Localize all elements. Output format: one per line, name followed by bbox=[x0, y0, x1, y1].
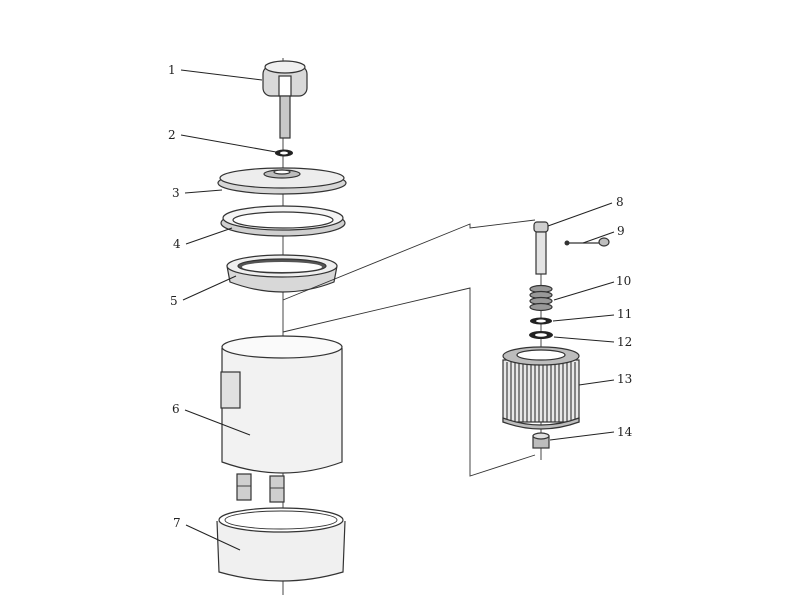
callout-9: 9 bbox=[617, 224, 625, 238]
part-11-washer bbox=[530, 317, 552, 325]
part-13-filter-element bbox=[502, 346, 580, 430]
part-9-pin bbox=[564, 237, 610, 247]
callout-14: 14 bbox=[617, 425, 633, 439]
leader-line-10 bbox=[553, 281, 615, 301]
leader-line-12 bbox=[553, 336, 615, 343]
leader-line-9 bbox=[582, 231, 615, 244]
leader-line-2 bbox=[180, 134, 277, 153]
callout-6: 6 bbox=[172, 402, 180, 416]
leader-line-13 bbox=[578, 379, 615, 386]
callout-12: 12 bbox=[617, 335, 632, 349]
callout-1: 1 bbox=[168, 63, 176, 77]
part-3-cover bbox=[217, 167, 347, 195]
leader-line-7 bbox=[185, 524, 241, 551]
callout-5: 5 bbox=[170, 294, 178, 308]
part-8-bolt bbox=[533, 221, 549, 275]
leader-line-4 bbox=[185, 227, 233, 245]
assembly-link-upper bbox=[282, 219, 536, 301]
part-1-knob bbox=[262, 60, 308, 139]
callout-10: 10 bbox=[616, 274, 631, 288]
part-5-retaining-ring bbox=[226, 254, 338, 293]
leader-line-6 bbox=[184, 409, 251, 436]
leader-line-8 bbox=[547, 202, 613, 227]
part-10-spring bbox=[529, 284, 553, 312]
assembly-link-lower bbox=[282, 287, 536, 477]
leader-line-3 bbox=[184, 189, 223, 194]
part-7-bowl bbox=[216, 507, 346, 582]
part-6-housing bbox=[220, 335, 343, 503]
callout-2: 2 bbox=[168, 128, 176, 142]
callout-8: 8 bbox=[616, 195, 624, 209]
callout-7: 7 bbox=[173, 516, 181, 530]
part-4-seal-ring bbox=[220, 205, 346, 237]
callout-11: 11 bbox=[617, 307, 632, 321]
part-14-nut bbox=[532, 432, 550, 449]
leader-line-11 bbox=[552, 314, 615, 322]
filter-pleats bbox=[506, 362, 576, 422]
callout-4: 4 bbox=[173, 237, 181, 251]
callout-3: 3 bbox=[172, 186, 180, 200]
leader-line-14 bbox=[549, 431, 615, 441]
callout-13: 13 bbox=[617, 372, 632, 386]
leader-line-1 bbox=[180, 69, 263, 81]
part-12-o-ring bbox=[529, 331, 553, 339]
leader-line-5 bbox=[182, 275, 237, 301]
part-2-washer bbox=[275, 149, 293, 157]
